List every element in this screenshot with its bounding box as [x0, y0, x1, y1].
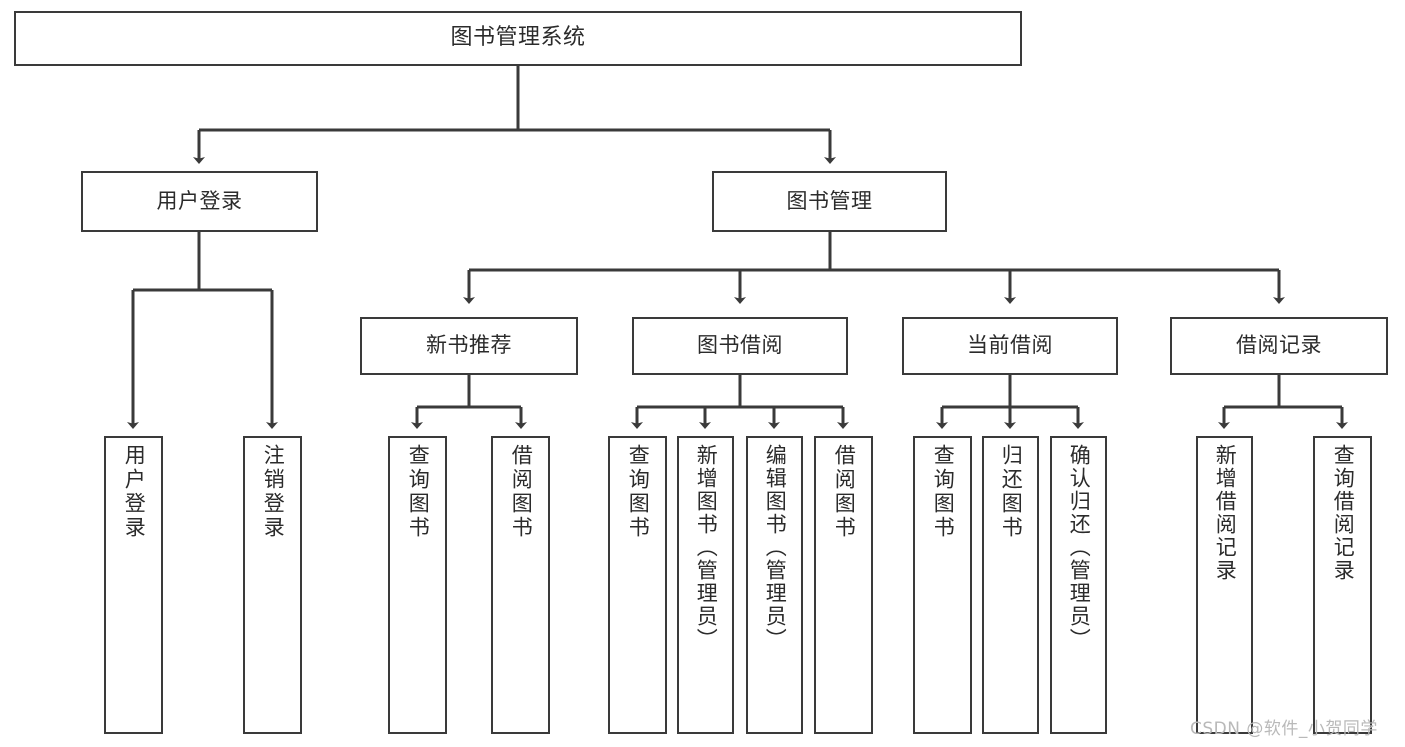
leaf-edit-book-admin[interactable]: 编辑图书（管理员）	[746, 436, 803, 734]
leaf-query-book-current[interactable]: 查询图书	[913, 436, 972, 734]
leaf-confirm-return-admin[interactable]: 确认归还（管理员）	[1050, 436, 1107, 734]
node-label: 查询图书	[626, 444, 651, 540]
node-current-borrow[interactable]: 当前借阅	[902, 317, 1118, 375]
node-label: 注销登录	[261, 444, 286, 540]
node-root-system[interactable]: 图书管理系统	[14, 11, 1022, 66]
node-borrow-record[interactable]: 借阅记录	[1170, 317, 1388, 375]
leaf-borrow-book-recommend[interactable]: 借阅图书	[491, 436, 550, 734]
leaf-return-book[interactable]: 归还图书	[982, 436, 1039, 734]
node-label: 图书管理	[786, 188, 873, 213]
node-label: 查询借阅记录	[1331, 444, 1356, 582]
node-label: 图书借阅	[697, 333, 783, 358]
leaf-add-book-admin[interactable]: 新增图书（管理员）	[677, 436, 734, 734]
node-label: 当前借阅	[967, 333, 1053, 358]
node-label: 用户登录	[122, 444, 147, 540]
node-label: 查询图书	[406, 444, 431, 540]
leaf-user-login[interactable]: 用户登录	[104, 436, 163, 734]
node-new-book-recommend[interactable]: 新书推荐	[360, 317, 578, 375]
node-label: 图书管理系统	[450, 25, 586, 51]
node-label: 借阅图书	[509, 444, 534, 540]
node-label: 新书推荐	[426, 333, 512, 358]
node-label: 编辑图书（管理员）	[763, 444, 788, 651]
node-book-management[interactable]: 图书管理	[712, 171, 947, 232]
node-label: 确认归还（管理员）	[1067, 444, 1092, 651]
node-label: 新增借阅记录	[1213, 444, 1238, 582]
leaf-add-borrow-record[interactable]: 新增借阅记录	[1196, 436, 1253, 734]
leaf-logout[interactable]: 注销登录	[243, 436, 302, 734]
node-label: 借阅记录	[1236, 333, 1322, 358]
leaf-query-book-borrow[interactable]: 查询图书	[608, 436, 667, 734]
leaf-query-book-recommend[interactable]: 查询图书	[388, 436, 447, 734]
node-user-login[interactable]: 用户登录	[81, 171, 318, 232]
node-label: 借阅图书	[832, 444, 857, 540]
node-label: 用户登录	[156, 188, 243, 213]
node-label: 新增图书（管理员）	[694, 444, 719, 651]
leaf-borrow-book[interactable]: 借阅图书	[814, 436, 873, 734]
node-label: 归还图书	[999, 444, 1024, 540]
node-label: 查询图书	[931, 444, 956, 540]
node-book-borrow[interactable]: 图书借阅	[632, 317, 848, 375]
leaf-query-borrow-record[interactable]: 查询借阅记录	[1313, 436, 1372, 734]
